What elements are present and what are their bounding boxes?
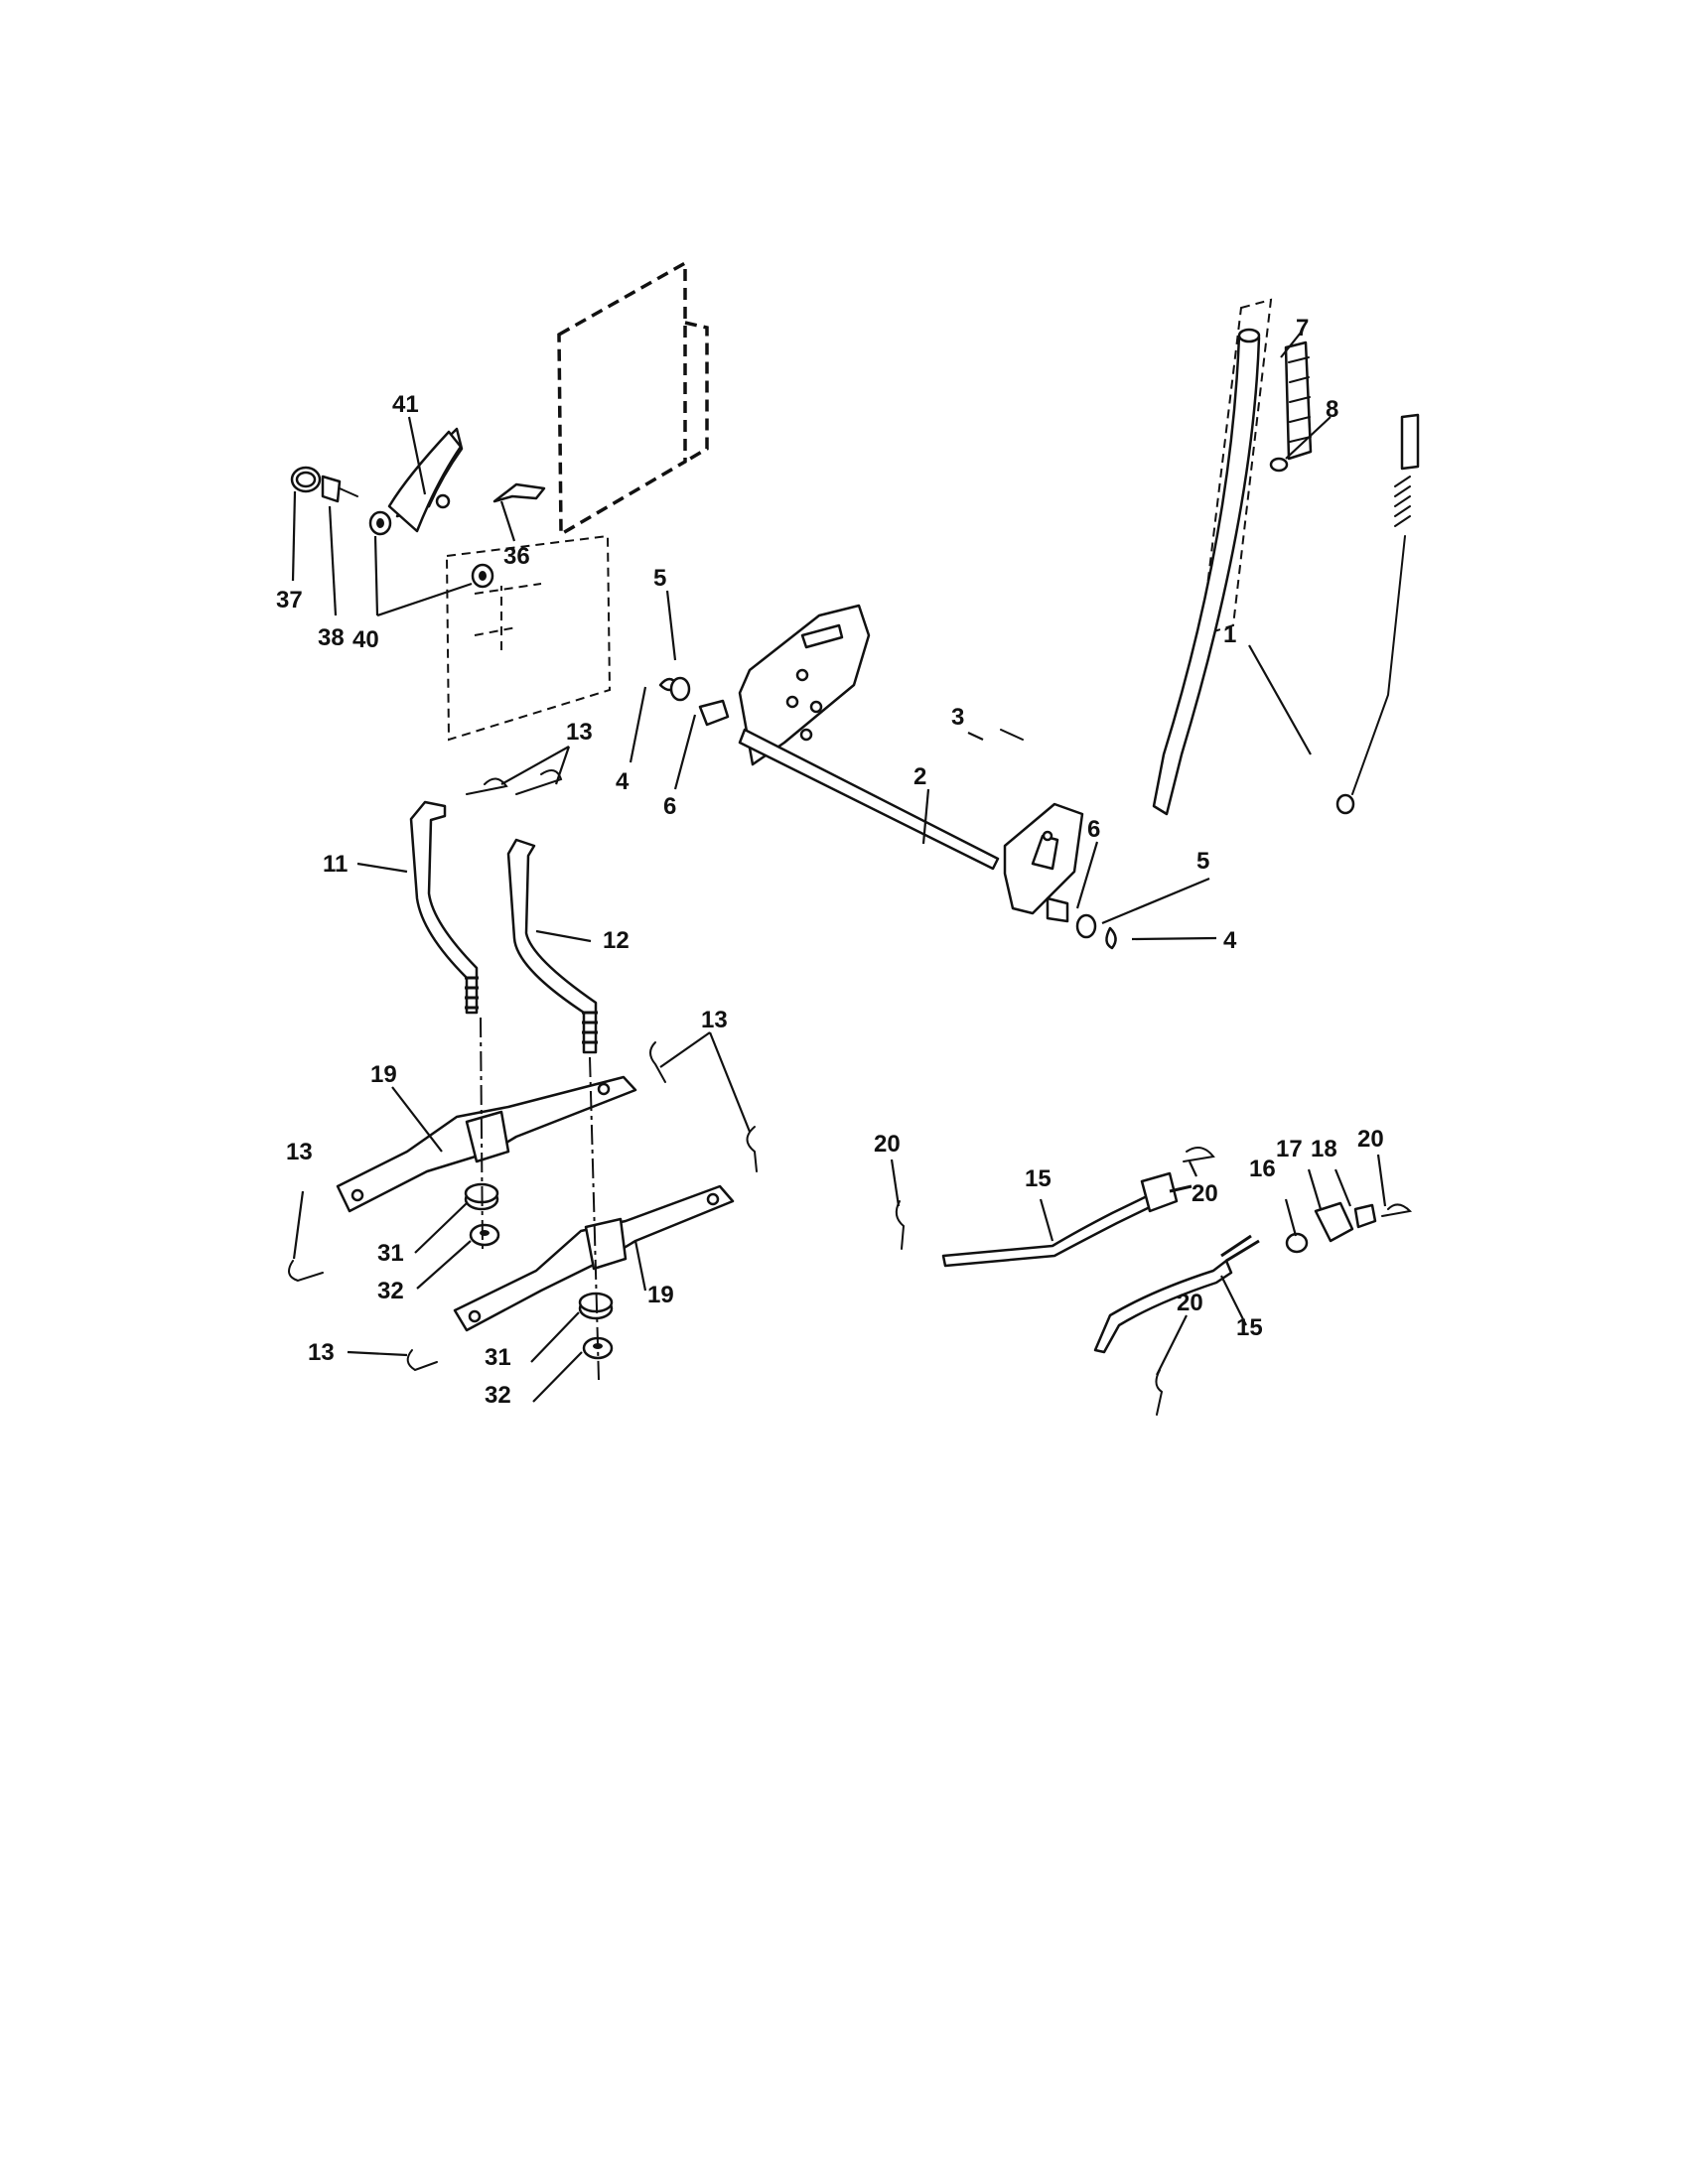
callout-8: 8 xyxy=(1326,396,1338,423)
callout-16: 16 xyxy=(1249,1156,1276,1182)
frame-outline xyxy=(445,259,1273,742)
roll-pin xyxy=(1000,729,1024,741)
callout-31: 31 xyxy=(377,1240,404,1267)
hanger-lower xyxy=(453,1184,735,1332)
leader-lines xyxy=(291,332,1387,1403)
callout-6: 6 xyxy=(1087,816,1100,843)
callout-12: 12 xyxy=(603,927,630,954)
callout-18: 18 xyxy=(1311,1136,1337,1162)
callout-31: 31 xyxy=(485,1344,511,1371)
height-gauge xyxy=(387,427,464,533)
callout-13: 13 xyxy=(566,719,593,746)
callout-13: 13 xyxy=(286,1139,313,1165)
callout-40: 40 xyxy=(352,626,379,653)
callout-19: 19 xyxy=(370,1061,397,1088)
hanger-upper xyxy=(336,1075,637,1213)
drag-link-upper xyxy=(941,1171,1193,1268)
callout-20: 20 xyxy=(1357,1126,1384,1153)
callout-7: 7 xyxy=(1296,315,1309,341)
callout-4: 4 xyxy=(1223,927,1237,954)
lift-shaft xyxy=(738,728,1000,871)
lift-lever xyxy=(1003,328,1261,915)
callout-32: 32 xyxy=(377,1278,404,1304)
callout-3: 3 xyxy=(951,704,964,731)
callout-20: 20 xyxy=(1177,1290,1203,1316)
callout-5: 5 xyxy=(1196,848,1209,875)
lift-link-left xyxy=(409,800,479,1015)
callout-19: 19 xyxy=(647,1282,674,1308)
handle-nut xyxy=(1269,457,1289,473)
callout-1: 1 xyxy=(1223,621,1236,648)
bushings-right xyxy=(1046,896,1117,950)
callout-labels: 1 2 3 4 4 5 5 6 6 7 8 11 12 13 13 13 13 … xyxy=(276,315,1384,1409)
lift-plate xyxy=(738,604,871,766)
callout-6: 6 xyxy=(663,793,676,820)
handle-grip xyxy=(1284,341,1313,461)
callout-20: 20 xyxy=(874,1131,901,1158)
ferrule-parts xyxy=(1285,1201,1377,1254)
callout-38: 38 xyxy=(318,624,345,651)
callout-37: 37 xyxy=(276,587,303,614)
callout-15: 15 xyxy=(1025,1165,1052,1192)
callout-13: 13 xyxy=(308,1339,335,1366)
lift-rod xyxy=(1335,413,1420,815)
bushings-left xyxy=(658,676,730,727)
washers xyxy=(368,510,494,589)
callout-11: 11 xyxy=(323,851,348,878)
callout-15: 15 xyxy=(1236,1314,1263,1341)
callout-32: 32 xyxy=(485,1382,511,1409)
nuts-right xyxy=(578,1292,614,1360)
callout-17: 17 xyxy=(1276,1136,1303,1162)
callout-41: 41 xyxy=(392,391,419,418)
bracket xyxy=(492,482,546,503)
lift-link-right xyxy=(506,838,598,1054)
centerline-left xyxy=(480,1017,484,1252)
drag-link-lower xyxy=(1093,1234,1260,1354)
callout-4: 4 xyxy=(616,768,630,795)
callout-5: 5 xyxy=(653,565,666,592)
callout-20: 20 xyxy=(1192,1180,1218,1207)
centerline-right xyxy=(589,1056,600,1381)
callout-36: 36 xyxy=(503,543,530,570)
knob xyxy=(290,466,358,503)
hairpins-13 xyxy=(288,769,758,1372)
callout-2: 2 xyxy=(913,763,926,790)
callout-13: 13 xyxy=(701,1007,728,1033)
